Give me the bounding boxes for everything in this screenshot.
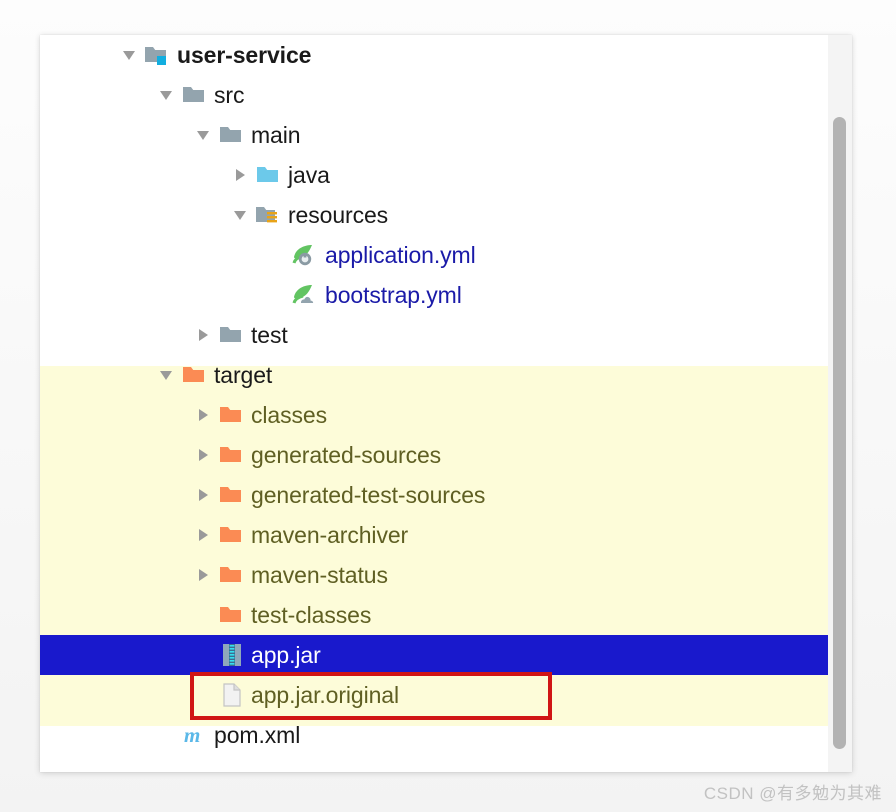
tree-row[interactable]: bootstrap.yml bbox=[40, 275, 828, 315]
excluded-folder-icon bbox=[216, 395, 248, 435]
tree-row[interactable]: test bbox=[40, 315, 828, 355]
tree-row-label: resources bbox=[288, 201, 389, 228]
chevron-right-icon[interactable] bbox=[227, 155, 253, 195]
excluded-folder-icon bbox=[216, 555, 248, 595]
selection-highlight bbox=[40, 635, 828, 675]
chevron-down-icon[interactable] bbox=[153, 75, 179, 115]
tree-row[interactable]: generated-sources bbox=[40, 435, 828, 475]
chevron-right-icon[interactable] bbox=[190, 555, 216, 595]
generic-file-icon bbox=[216, 675, 248, 715]
tree-row[interactable]: classes bbox=[40, 395, 828, 435]
tree-row[interactable]: m pom.xml bbox=[40, 715, 828, 755]
tree-row-label: maven-status bbox=[251, 561, 388, 588]
excluded-folder-icon bbox=[179, 355, 211, 395]
toggle-placeholder bbox=[190, 675, 216, 715]
resources-folder-icon bbox=[253, 195, 285, 235]
toggle-placeholder bbox=[264, 275, 290, 315]
tree-row[interactable]: java bbox=[40, 155, 828, 195]
module-folder-icon bbox=[142, 35, 174, 75]
toggle-placeholder bbox=[190, 595, 216, 635]
jar-archive-icon bbox=[216, 635, 248, 675]
chevron-right-icon[interactable] bbox=[190, 315, 216, 355]
tree-row-label: main bbox=[251, 121, 301, 148]
tree-row[interactable]: test-classes bbox=[40, 595, 828, 635]
tree-row-label: app.jar bbox=[251, 641, 321, 668]
tree-row[interactable]: generated-test-sources bbox=[40, 475, 828, 515]
spring-config-icon bbox=[290, 235, 322, 275]
csdn-watermark: CSDN @有多勉为其难 bbox=[703, 784, 882, 803]
chevron-down-icon[interactable] bbox=[190, 115, 216, 155]
tree-row[interactable]: maven-status bbox=[40, 555, 828, 595]
spring-cloud-icon bbox=[290, 275, 322, 315]
tree-row[interactable]: src bbox=[40, 75, 828, 115]
toggle-placeholder bbox=[190, 635, 216, 675]
chevron-right-icon[interactable] bbox=[190, 475, 216, 515]
tree-row-label: bootstrap.yml bbox=[325, 281, 462, 308]
maven-pom-icon: m bbox=[179, 715, 211, 755]
tree-row-label: test bbox=[251, 321, 288, 348]
tree-row-label: application.yml bbox=[325, 241, 476, 268]
tree-row[interactable]: resources bbox=[40, 195, 828, 235]
tree-row[interactable]: application.yml bbox=[40, 235, 828, 275]
folder-icon bbox=[216, 315, 248, 355]
excluded-folder-icon bbox=[216, 595, 248, 635]
vertical-scrollbar-thumb[interactable] bbox=[833, 117, 846, 749]
chevron-down-icon[interactable] bbox=[227, 195, 253, 235]
tree-row-label: app.jar.original bbox=[251, 681, 400, 708]
tree-row-label: generated-test-sources bbox=[251, 481, 486, 508]
chevron-down-icon[interactable] bbox=[116, 35, 142, 75]
folder-icon bbox=[179, 75, 211, 115]
tree-row-label: generated-sources bbox=[251, 441, 442, 468]
tree-row[interactable]: user-service bbox=[40, 35, 828, 75]
tree-row[interactable]: target bbox=[40, 355, 828, 395]
chevron-right-icon[interactable] bbox=[190, 515, 216, 555]
tree-row[interactable]: main bbox=[40, 115, 828, 155]
svg-text:m: m bbox=[184, 723, 200, 747]
chevron-down-icon[interactable] bbox=[153, 355, 179, 395]
tree-row-label: java bbox=[288, 161, 330, 188]
tree-row-label: classes bbox=[251, 401, 327, 428]
toggle-placeholder bbox=[264, 235, 290, 275]
tree-row-label: target bbox=[214, 361, 273, 388]
tree-row-selected[interactable]: app.jar bbox=[40, 635, 828, 675]
tree-row-label: pom.xml bbox=[214, 721, 301, 748]
tree-row-label: user-service bbox=[177, 41, 312, 68]
excluded-folder-icon bbox=[216, 515, 248, 555]
excluded-folder-icon bbox=[216, 475, 248, 515]
tree-row[interactable]: app.jar.original bbox=[40, 675, 828, 715]
chevron-right-icon[interactable] bbox=[190, 395, 216, 435]
toggle-placeholder bbox=[153, 715, 179, 755]
sources-folder-icon bbox=[253, 155, 285, 195]
chevron-right-icon[interactable] bbox=[190, 435, 216, 475]
vertical-scrollbar-track[interactable] bbox=[828, 35, 852, 772]
tree-row-label: src bbox=[214, 81, 245, 108]
excluded-folder-icon bbox=[216, 435, 248, 475]
tree-row-label: test-classes bbox=[251, 601, 372, 628]
tree-row[interactable]: maven-archiver bbox=[40, 515, 828, 555]
folder-icon bbox=[216, 115, 248, 155]
tree-row-label: maven-archiver bbox=[251, 521, 409, 548]
